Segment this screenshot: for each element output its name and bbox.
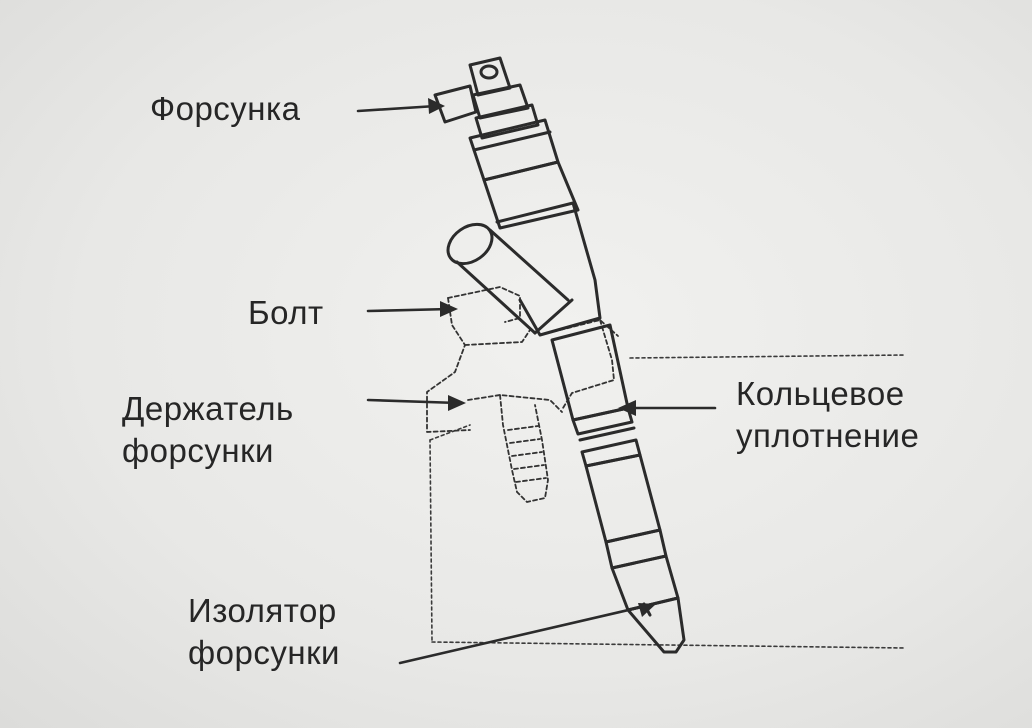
label-o-ring: Кольцевое уплотнение [736,373,919,457]
label-injector-text: Форсунка [150,90,301,127]
label-injector-insulator: Изолятор форсунки [188,590,340,674]
label-insulator-line-1: Изолятор [188,592,337,629]
label-injector: Форсунка [150,88,301,130]
leader-lines [356,104,717,665]
arrow-heads [428,98,656,617]
label-insulator-line-2: форсунки [188,634,340,671]
label-injector-holder: Держатель форсунки [122,388,294,472]
label-bolt-text: Болт [248,294,324,331]
cylinder-head-outline [429,354,906,649]
label-holder-line-1: Держатель [122,390,294,427]
injector-holder-outline [426,286,619,503]
label-oring-line-1: Кольцевое [736,375,905,412]
label-oring-line-2: уплотнение [736,417,920,454]
label-holder-line-2: форсунки [122,432,274,469]
injector-body [433,56,686,654]
label-bolt: Болт [248,292,324,334]
